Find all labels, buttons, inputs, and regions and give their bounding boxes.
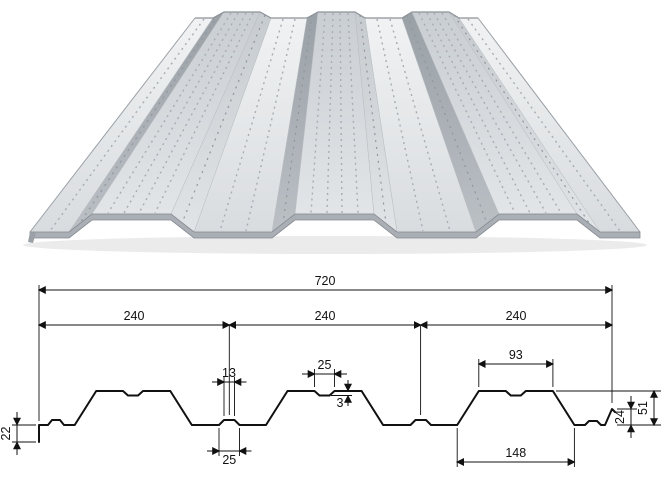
deck-3d-svg [23, 11, 647, 254]
dim-profile-height: 51 [556, 389, 661, 427]
dim-pitches: 240 240 240 [37, 309, 614, 415]
dim-profile-height-label: 51 [636, 401, 650, 415]
dimension-drawing: 720 240 240 240 93 [0, 265, 669, 498]
dim-valley-stiffener-bottom-label: 25 [222, 453, 236, 467]
deck-shadow [23, 236, 647, 254]
dim-overall-width: 720 [37, 274, 614, 421]
dim-pitch-3-label: 240 [506, 309, 527, 323]
dim-crown-groove-width-label: 25 [318, 358, 332, 372]
dim-valley-stiffener-top: 13 [212, 366, 247, 416]
dim-pitch-2-label: 240 [315, 309, 336, 323]
dim-groove-depth-label: 3 [337, 396, 344, 410]
dim-overall-width-label: 720 [315, 274, 336, 288]
deck-emboss-texture [49, 12, 621, 232]
dim-groove-depth: 3 [331, 380, 352, 410]
deck-edges [28, 11, 641, 243]
dim-pitch-1-label: 240 [124, 309, 145, 323]
deck-front-edge [29, 213, 641, 239]
profile-cross-section [38, 390, 616, 443]
dim-left-lip-height-label: 22 [0, 427, 13, 441]
dim-end-lip-height: 24 [613, 396, 637, 438]
dim-valley-stiffener-bottom: 25 [207, 428, 252, 467]
deck-left-lip [28, 232, 36, 243]
dim-crown-groove-width: 25 [302, 358, 347, 387]
dim-crown-top-width-label: 93 [509, 348, 523, 362]
dim-crown-top-width: 93 [477, 348, 555, 387]
deck-3d-render [23, 11, 647, 254]
dim-crown-base-width: 148 [456, 428, 576, 467]
deck-surfaces [29, 11, 641, 233]
dimension-drawing-svg: 720 240 240 240 93 [0, 274, 661, 467]
dim-crown-base-width-label: 148 [505, 446, 526, 460]
dim-end-lip-height-label: 24 [613, 410, 627, 424]
dim-valley-stiffener-top-label: 13 [222, 366, 236, 380]
dim-left-lip-height: 22 [0, 412, 36, 455]
